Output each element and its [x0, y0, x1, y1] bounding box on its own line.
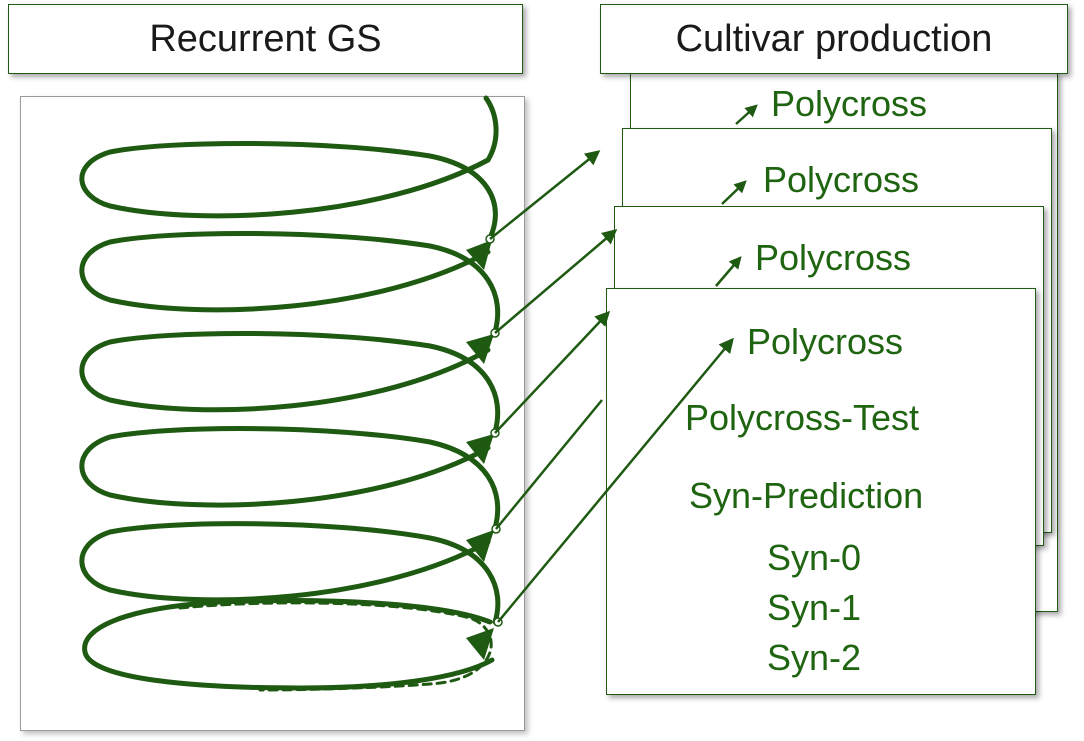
recurrent-gs-header: Recurrent GS: [8, 4, 523, 74]
polycross-card-4: Polycross Polycross-Test Syn-Prediction …: [606, 288, 1036, 695]
polycross-label-1: Polycross: [771, 83, 928, 124]
step-syn-0: Syn-0: [767, 537, 862, 578]
cultivar-production-title: Cultivar production: [675, 17, 993, 60]
recurrent-gs-panel: [20, 96, 525, 731]
step-syn-2: Syn-2: [767, 637, 862, 678]
step-syn-1: Syn-1: [767, 587, 862, 628]
polycross-label-2: Polycross: [763, 159, 920, 200]
recurrent-gs-title: Recurrent GS: [149, 17, 382, 60]
step-syn-prediction: Syn-Prediction: [689, 475, 924, 516]
polycross-label-4: Polycross: [747, 321, 904, 362]
polycross-label-3: Polycross: [755, 237, 912, 278]
step-polycross-test: Polycross-Test: [685, 397, 920, 438]
cultivar-production-header: Cultivar production: [600, 4, 1068, 74]
